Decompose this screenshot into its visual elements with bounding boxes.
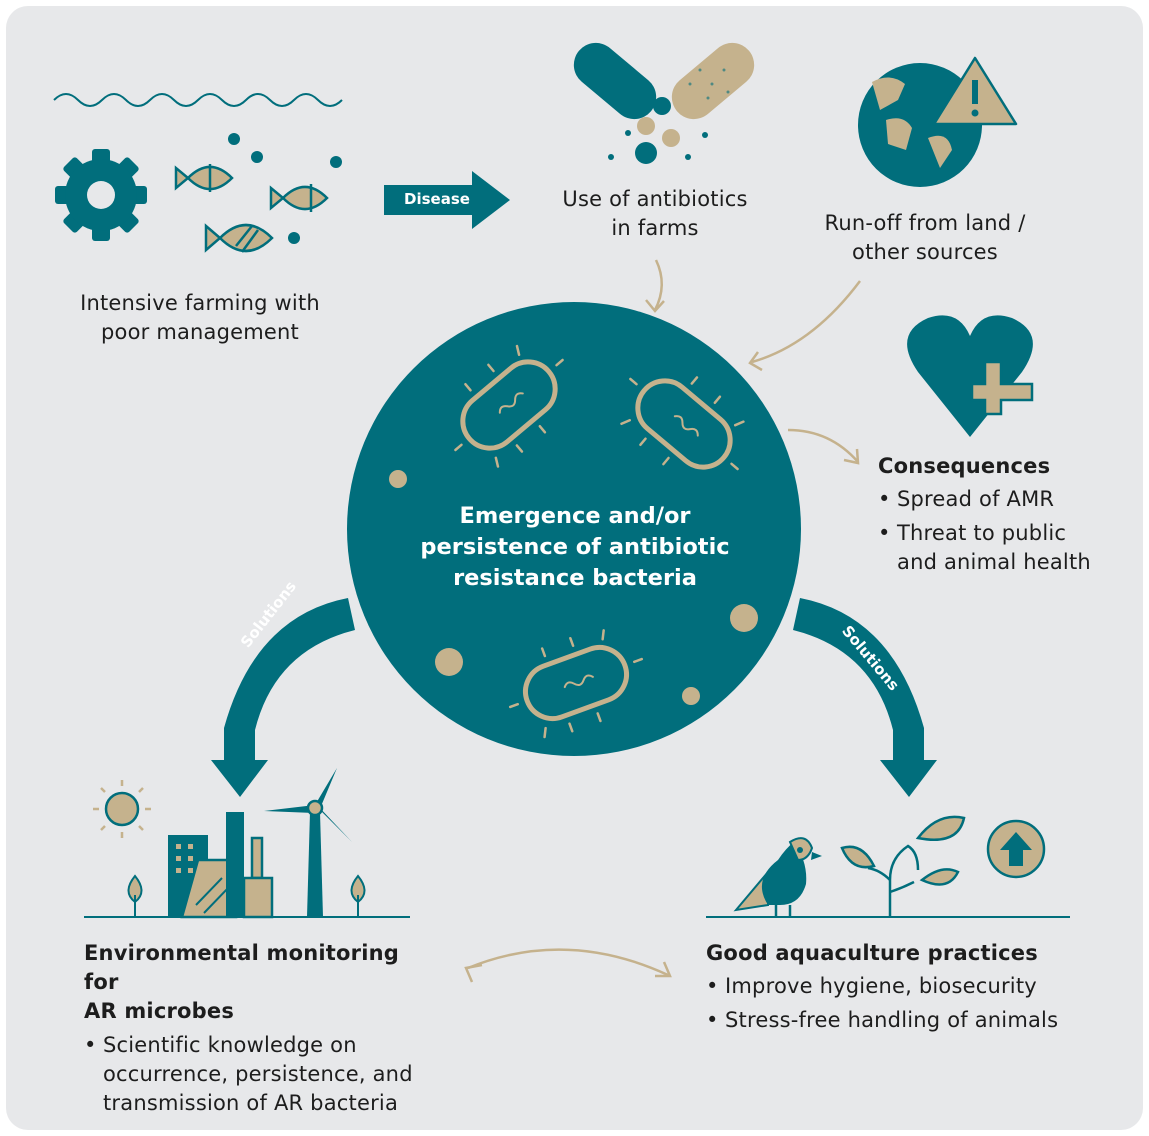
sun-icon [93, 780, 151, 838]
plant-icon [840, 815, 966, 917]
consequences-block: Consequences Spread of AMR Threat to pub… [878, 452, 1103, 577]
gear-icon [55, 149, 147, 241]
practices-item: Stress-free handling of animals [706, 1006, 1086, 1035]
tree-icon [127, 874, 366, 917]
monitoring-title: Environmental monitoring for AR microbes [84, 941, 399, 1023]
heart-health-icon [907, 315, 1034, 437]
practices-block: Good aquaculture practices Improve hygie… [706, 939, 1086, 1035]
up-arrow-icon [986, 819, 1046, 879]
center-circle [347, 302, 801, 756]
solutions-arrow-right [793, 598, 937, 797]
factory-icon [168, 812, 274, 919]
disease-label: Disease [404, 190, 470, 208]
wave-icon [53, 93, 343, 107]
capsule-icon [573, 42, 755, 164]
antibiotics-label: Use of antibiotics in farms [562, 187, 748, 240]
wind-turbine-icon [264, 768, 352, 917]
solutions-arrow-left [211, 598, 355, 797]
circle-dots [389, 470, 758, 705]
monitoring-block: Environmental monitoring for AR microbes… [84, 939, 429, 1118]
monitoring-item: Scientific knowledge on occurrence, pers… [84, 1031, 419, 1118]
practices-item: Improve hygiene, biosecurity [706, 972, 1086, 1001]
center-title: Emergence and/or persistence of antibiot… [420, 503, 730, 591]
globe-icon [858, 63, 982, 187]
intensive-farming-label: Intensive farming with poor management [80, 291, 320, 344]
flow-arrows [464, 259, 861, 983]
consequences-title: Consequences [878, 454, 1051, 478]
disease-arrow [384, 171, 510, 229]
bacteria-icon [454, 344, 745, 739]
warning-icon [932, 56, 1018, 126]
fish-icon [174, 164, 329, 253]
bird-icon [733, 837, 822, 917]
runoff-label: Run-off from land / other sources [824, 211, 1026, 264]
consequences-item: Spread of AMR [878, 485, 1103, 514]
practices-title: Good aquaculture practices [706, 941, 1038, 965]
consequences-item: Threat to public and animal health [878, 519, 1103, 577]
bubbles [228, 133, 342, 244]
